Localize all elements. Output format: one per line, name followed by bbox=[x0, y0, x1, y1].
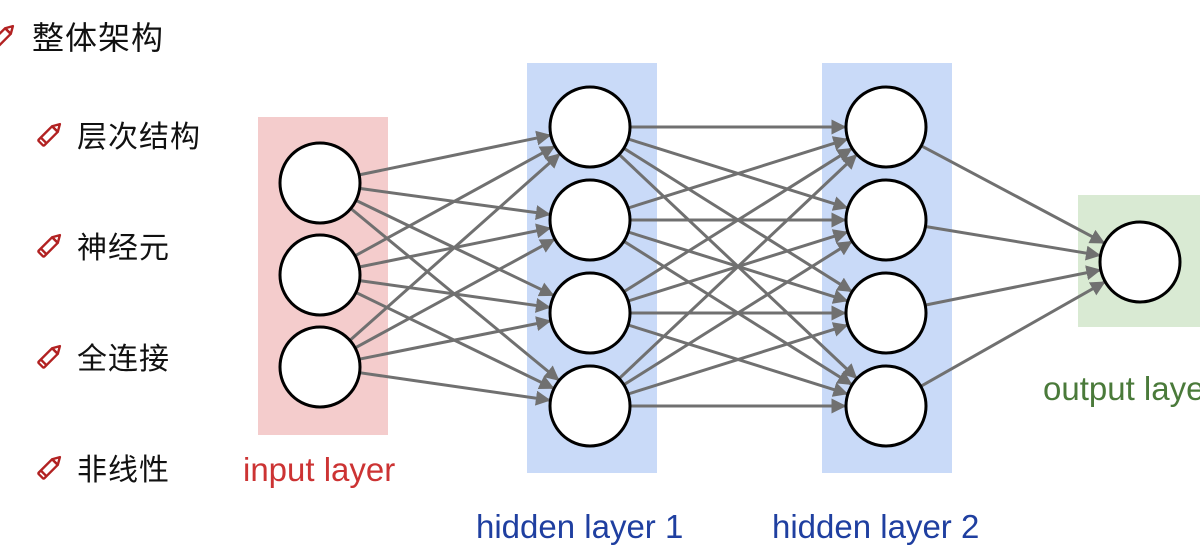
hidden1-neuron bbox=[548, 271, 632, 355]
hidden1-neuron bbox=[548, 364, 632, 448]
input-neuron bbox=[278, 233, 362, 317]
bullet-item-fully-connected: 全连接 bbox=[33, 334, 170, 378]
pencil-icon bbox=[37, 455, 62, 480]
hidden1-neuron bbox=[548, 178, 632, 262]
output-layer-label: output layer bbox=[1043, 370, 1200, 407]
connection-arrow bbox=[358, 130, 552, 177]
input-layer-label: input layer bbox=[243, 451, 395, 488]
bullet-label: 神经元 bbox=[77, 231, 170, 266]
hidden2-neuron bbox=[844, 364, 928, 448]
neurons bbox=[278, 85, 1182, 448]
connection-arrow bbox=[925, 225, 1101, 261]
bullet-label: 非线性 bbox=[77, 453, 170, 488]
connection-arrow bbox=[618, 154, 858, 380]
heading: 整体架构 bbox=[0, 14, 164, 58]
heading-text: 整体架构 bbox=[32, 19, 165, 57]
hidden1-neuron bbox=[548, 85, 632, 169]
bullet-item-neuron: 神经元 bbox=[33, 223, 170, 267]
bullet-item-nonlinear: 非线性 bbox=[33, 445, 170, 489]
connections bbox=[348, 119, 1106, 414]
pencil-icon bbox=[37, 122, 62, 147]
connection-arrow bbox=[358, 316, 552, 361]
connection-arrow bbox=[920, 280, 1106, 388]
pencil-icon bbox=[0, 24, 15, 49]
input-neuron bbox=[278, 141, 362, 225]
connection-arrow bbox=[348, 153, 561, 342]
input-neuron bbox=[278, 325, 362, 409]
hidden2-layer-label: hidden layer 2 bbox=[772, 508, 979, 545]
bullet-label: 全连接 bbox=[77, 342, 170, 377]
layer-labels: input layer hidden layer 1 hidden layer 2 o… bbox=[243, 370, 1200, 545]
bullet-item-hierarchy: 层次结构 bbox=[33, 112, 201, 156]
hidden2-neuron bbox=[844, 85, 928, 169]
connection-arrow bbox=[354, 145, 556, 258]
hidden1-layer-label: hidden layer 1 bbox=[476, 508, 683, 545]
hidden2-neuron bbox=[844, 271, 928, 355]
hidden2-neuron bbox=[844, 178, 928, 262]
connection-arrow bbox=[359, 371, 551, 406]
connection-arrow bbox=[627, 136, 849, 210]
pencil-icon bbox=[37, 344, 62, 369]
connection-arrow bbox=[924, 265, 1102, 307]
connection-arrow bbox=[354, 238, 556, 350]
output-neuron bbox=[1098, 220, 1182, 304]
connection-arrow bbox=[627, 322, 849, 396]
connection-arrow bbox=[623, 240, 853, 386]
pencil-icon bbox=[37, 233, 62, 258]
bullet-label: 层次结构 bbox=[77, 120, 201, 155]
connection-arrow bbox=[623, 147, 853, 293]
connection-arrow bbox=[920, 144, 1106, 245]
